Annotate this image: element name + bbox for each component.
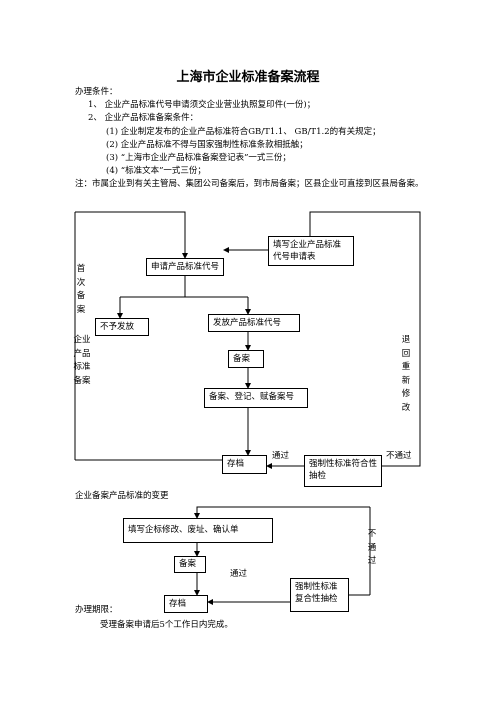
label-return-revise: 退回重新修改 <box>401 335 411 413</box>
condition-subitem: (3) “上海市企业产品标准备案登记表”一式三份； <box>106 153 291 163</box>
flow2-box-record: 备案 <box>174 556 206 573</box>
box-inspection: 强制性标准符合性抽检 <box>304 455 382 487</box>
box-apply-form: 填写企业产品标准代号申请表 <box>268 236 354 266</box>
outer-right-return <box>309 211 421 467</box>
condition-subitem: (2) 企业产品标准不得与国家强制性标准条款相抵触； <box>106 140 308 150</box>
condition-item: 1、 企业产品标准代号申请须交企业营业执照复印件(一份)； <box>88 100 316 110</box>
flow2-label-pass: 通过 <box>230 569 248 579</box>
box-issue-code: 发放产品标准代号 <box>208 314 300 332</box>
page-title: 上海市企业标准备案流程 <box>176 70 320 85</box>
conditions-heading: 办理条件： <box>75 87 118 97</box>
outer-left-line <box>75 211 188 259</box>
flow2-heading: 企业备案产品标准的变更 <box>75 491 169 501</box>
condition-item: 2、 企业产品标准备案条件： <box>88 113 199 123</box>
condition-subitem: (4) “标准文本”一式三份； <box>106 166 206 176</box>
box-record: 备案 <box>228 350 264 368</box>
conditions-note: 注：市属企业到有关主管局、集团公司备案后，到市局备案；区县企业可直接到区县局备案… <box>75 179 424 189</box>
flow2-label-fail: 不通过 <box>367 529 377 566</box>
label-first-record: 首次备案 <box>76 264 86 315</box>
period-text: 受理备案申请后5个工作日内完成。 <box>100 620 233 630</box>
period-heading: 办理期限： <box>75 605 118 615</box>
flow2-box-archive: 存档 <box>164 595 208 613</box>
flow2-top-line <box>194 506 370 519</box>
box-apply-code: 申请产品标准代号 <box>146 258 224 276</box>
flow2-box-inspection: 强制性标准复合性抽检 <box>290 578 349 612</box>
flow2-box-fill-form: 填写企标修改、废址、确认单 <box>123 518 273 543</box>
box-reject: 不予发放 <box>95 318 149 336</box>
label-enterprise-record: 企业产品标准备案 <box>73 335 91 386</box>
label-pass: 通过 <box>272 451 290 461</box>
box-archive: 存档 <box>222 455 267 474</box>
box-register: 备案、登记、赋备案号 <box>204 388 308 408</box>
label-fail: 不通过 <box>386 451 412 461</box>
condition-subitem: (1) 企业制定发布的企业产品标准符合GB/T1.1、 GB/T1.2的有关规定… <box>106 127 381 137</box>
